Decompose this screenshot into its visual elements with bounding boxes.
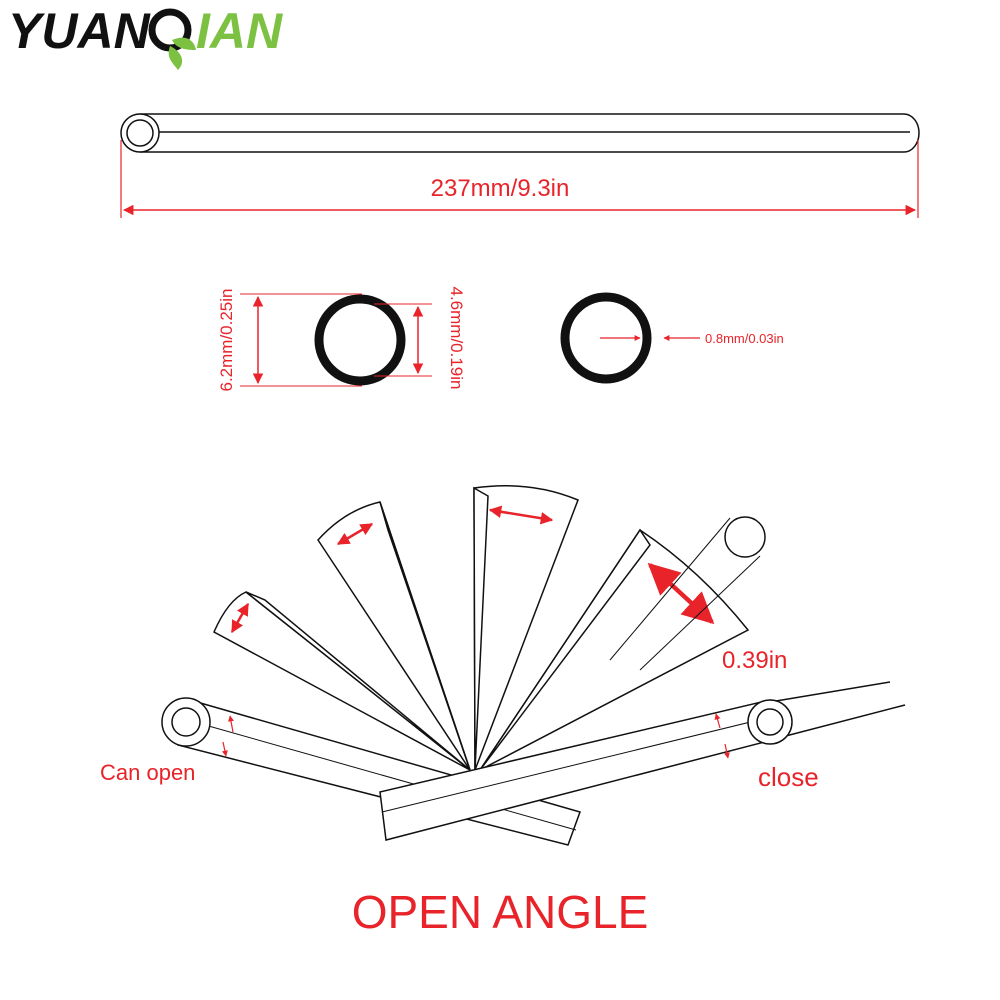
outer-diameter-label: 6.2mm/0.25in [217, 289, 236, 392]
brand-logo: YUAN IAN [8, 3, 283, 70]
opened-tube-4 [479, 516, 766, 771]
length-label: 237mm/9.3in [431, 175, 570, 202]
opened-tube-3 [473, 484, 579, 771]
cross-section-diameter: 6.2mm/0.25in 4.6mm/0.19in [217, 287, 466, 392]
tube-side-view [120, 113, 920, 153]
wall-thickness-label: 0.8mm/0.03in [705, 331, 784, 346]
opening-label: 0.39in [722, 647, 787, 674]
inner-diameter-label: 4.6mm/0.19in [447, 287, 466, 390]
length-dimension: 237mm/9.3in [120, 140, 919, 218]
opened-tube-2 [317, 501, 471, 771]
opened-tube-1 [213, 591, 471, 771]
logo-text-right: IAN [196, 3, 283, 59]
cross-section-wall: 0.8mm/0.03in [560, 292, 784, 384]
leaf-icon [148, 8, 196, 70]
open-angle-illustration: 0.39in [161, 484, 906, 846]
logo-text-left: YUAN [8, 3, 151, 59]
page-title: OPEN ANGLE [352, 886, 649, 938]
tube-close [379, 681, 906, 841]
close-label: close [758, 762, 819, 792]
can-open-label: Can open [100, 760, 195, 785]
